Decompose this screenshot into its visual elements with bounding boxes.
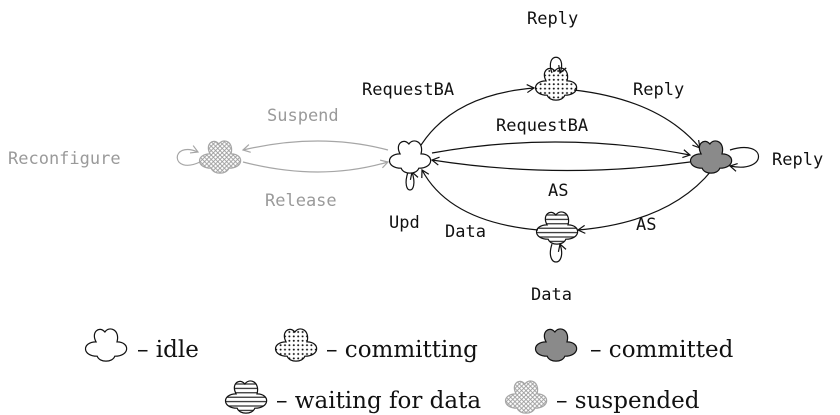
edges xyxy=(176,56,759,263)
edge-data-loop xyxy=(549,242,567,263)
edge-reply-committed-loop xyxy=(728,147,759,172)
legend-waiting-icon xyxy=(224,380,268,414)
legend-committed-label: – committed xyxy=(590,337,734,363)
suspended-state-cloud xyxy=(198,140,242,174)
edge-upd-loop xyxy=(405,170,419,191)
edge-requestba-mid xyxy=(431,141,692,159)
edge-data-back xyxy=(421,168,539,231)
edge-as-back xyxy=(430,156,691,172)
label-data-loop: Data xyxy=(531,285,572,305)
edge-requestba-top xyxy=(417,84,536,151)
label-reconfigure: Reconfigure xyxy=(8,149,121,169)
label-reply-to-committed: Reply xyxy=(633,80,684,100)
edge-labels: RequestBA Reply Reply RequestBA Reply AS… xyxy=(8,9,823,305)
label-requestba-top: RequestBA xyxy=(362,80,454,100)
legend-committed-icon xyxy=(534,328,578,362)
legend-idle-label: – idle xyxy=(137,337,199,363)
legend-suspended-icon xyxy=(504,380,548,414)
edge-reconfigure-loop xyxy=(176,145,201,166)
label-release: Release xyxy=(265,191,337,211)
label-upd-loop: Upd xyxy=(389,213,420,233)
waiting-state-cloud xyxy=(535,211,579,245)
edge-suspend xyxy=(241,140,389,153)
committed-state-cloud xyxy=(689,140,733,174)
legend-idle-icon xyxy=(84,328,128,362)
edge-release xyxy=(242,159,390,173)
label-requestba-mid: RequestBA xyxy=(496,116,588,136)
edge-as-down xyxy=(576,169,713,234)
legend-committing-icon xyxy=(274,328,318,362)
committing-state-cloud xyxy=(534,67,578,101)
legend-waiting-label: – waiting for data xyxy=(276,388,481,414)
edge-reply-to-committed xyxy=(573,89,701,149)
idle-state-cloud xyxy=(388,140,432,174)
legend-suspended-label: – suspended xyxy=(556,388,700,414)
label-suspend: Suspend xyxy=(267,106,339,126)
legend-committing-label: – committing xyxy=(326,337,478,363)
label-reply-top-loop: Reply xyxy=(527,9,578,29)
label-as-down: AS xyxy=(636,215,656,235)
legend: – idle – committing – committed – waitin… xyxy=(84,328,734,414)
label-data-back: Data xyxy=(445,222,486,242)
label-reply-committed-loop: Reply xyxy=(772,150,823,170)
label-as-back: AS xyxy=(548,181,568,201)
